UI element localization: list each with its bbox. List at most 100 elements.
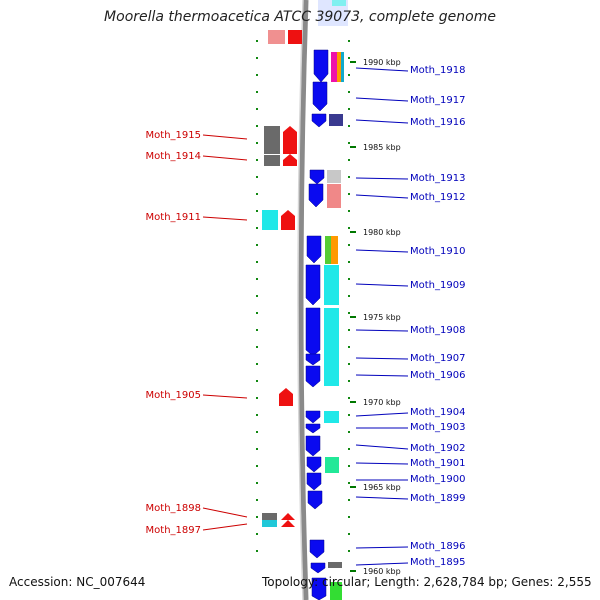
cds-arrow [309,539,325,559]
gene-label-right[interactable]: Moth_1906 [410,370,465,381]
cds-arrow [311,113,327,128]
genome-backbone [298,0,309,600]
category-block [341,52,344,82]
gene-label-right[interactable]: Moth_1916 [410,117,465,128]
cds-arrow [307,490,323,510]
leader-line [355,194,409,199]
leader-line [202,523,248,531]
category-block [330,582,342,600]
leader-line [355,119,409,124]
gene-label-right[interactable]: Moth_1895 [410,557,465,568]
leader-line [355,374,409,377]
gene-label-right[interactable]: Moth_1917 [410,95,465,106]
leader-line [355,283,409,287]
cds-arrow [313,49,329,83]
cds-arrow [305,307,321,357]
topology-text: Topology: circular; Length: 2,628,784 bp… [262,575,592,589]
cds-arrow [306,472,322,491]
scale-label: 1990 kbp [363,58,401,67]
category-block [331,236,338,264]
leader-line [202,155,248,161]
feature-block [262,513,277,520]
cds-arrow [312,81,328,112]
gene-label-left[interactable]: Moth_1911 [146,212,201,223]
right-gene-labels: Moth_1918Moth_1917Moth_1916Moth_1913Moth… [355,65,465,568]
gene-label-right[interactable]: Moth_1918 [410,65,465,76]
gene-label-right[interactable]: Moth_1901 [410,458,465,469]
cds-arrow [305,423,321,434]
feature-arrow [283,154,297,166]
gene-label-right[interactable]: Moth_1899 [410,493,465,504]
top-gene-stub [332,0,346,6]
cds-arrow [306,456,322,473]
gene-label-right[interactable]: Moth_1908 [410,325,465,336]
feature-block [264,155,280,166]
feature-block [262,210,278,230]
leader-line [202,134,248,140]
category-block [325,457,339,473]
feature-arrow [288,30,302,44]
cds-arrow [306,235,322,264]
gene-label-left[interactable]: Moth_1897 [146,525,201,536]
gene-label-right[interactable]: Moth_1907 [410,353,465,364]
feature-arrow [281,513,295,520]
leader-line [355,462,409,465]
feature-arrow [283,126,297,154]
scale-label: 1965 kbp [363,483,401,492]
gene-label-left[interactable]: Moth_1915 [146,130,201,141]
leader-line [355,412,409,417]
scale-label: 1975 kbp [363,313,401,322]
leader-line [202,394,248,399]
cds-arrow [305,435,321,457]
gene-label-right[interactable]: Moth_1909 [410,280,465,291]
scale-label: 1980 kbp [363,228,401,237]
feature-block [268,30,285,44]
leader-line [202,507,248,518]
gene-label-left[interactable]: Moth_1914 [146,151,201,162]
leader-line [355,357,409,360]
gene-label-left[interactable]: Moth_1898 [146,503,201,514]
category-block [337,52,341,82]
feature-arrow [281,520,295,527]
leader-line [355,67,409,72]
leader-line [355,546,409,549]
feature-block [264,126,280,154]
leader-line [355,329,409,332]
cds-arrow [311,577,327,600]
cds-arrow [310,562,326,574]
category-block [329,114,343,126]
scale-label: 1970 kbp [363,398,401,407]
backbone-highlight [297,0,304,600]
leader-line [355,562,409,566]
category-block [331,52,337,82]
gene-label-right[interactable]: Moth_1900 [410,474,465,485]
category-block [324,265,339,305]
gene-label-right[interactable]: Moth_1902 [410,443,465,454]
cds-arrow [305,353,321,366]
cds-arrow [305,264,321,306]
gene-label-right[interactable]: Moth_1910 [410,246,465,257]
category-block [325,236,331,264]
category-block [324,308,339,386]
leader-line [202,216,248,221]
gene-label-right[interactable]: Moth_1903 [410,422,465,433]
leader-line [355,177,409,180]
gene-label-right[interactable]: Moth_1896 [410,541,465,552]
reverse-strand-features [262,30,302,527]
gene-label-right[interactable]: Moth_1913 [410,173,465,184]
accession-text: Accession: NC_007644 [9,575,146,589]
leader-line [355,249,409,253]
forward-strand-cds [305,49,329,600]
gene-label-left[interactable]: Moth_1905 [146,390,201,401]
leader-line [355,496,409,500]
feature-block [262,520,277,527]
leader-line [355,444,409,450]
left-gene-labels: Moth_1915Moth_1914Moth_1911Moth_1905Moth… [146,130,248,536]
gene-label-right[interactable]: Moth_1912 [410,192,465,203]
gene-label-right[interactable]: Moth_1904 [410,407,465,418]
category-block [327,170,341,183]
cds-arrow [305,365,321,388]
category-block [324,411,339,423]
leader-line [355,97,409,102]
